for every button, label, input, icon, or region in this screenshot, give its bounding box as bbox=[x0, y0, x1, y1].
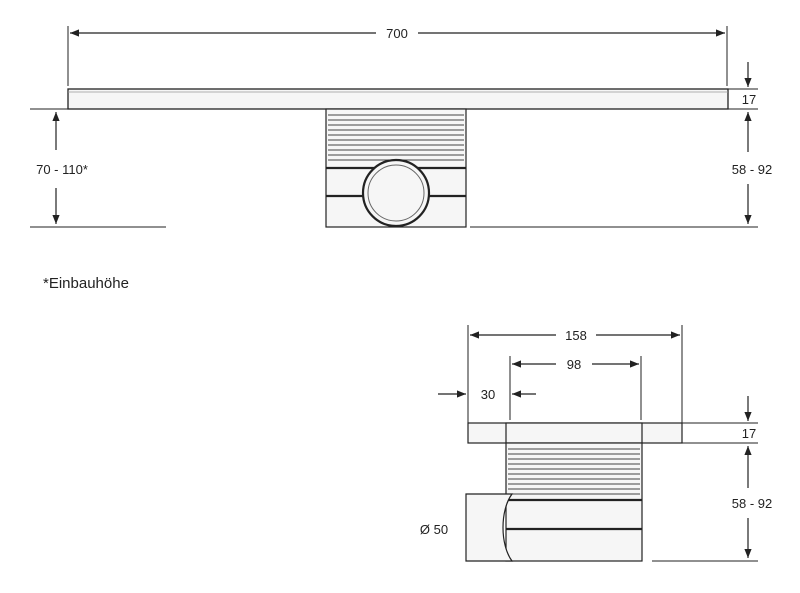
side-thickness-dimension: 17 bbox=[742, 396, 756, 441]
drain-body bbox=[325, 108, 467, 228]
offset-dimension: 30 bbox=[438, 387, 536, 402]
width-label: 700 bbox=[386, 26, 408, 41]
side-view: 158 98 30 bbox=[420, 325, 772, 562]
thickness-label: 17 bbox=[742, 92, 756, 107]
top-view: 700 bbox=[30, 26, 772, 228]
body-height-label: 58 - 92 bbox=[732, 162, 772, 177]
thickness-dimension: 17 bbox=[742, 62, 756, 107]
side-thickness-label: 17 bbox=[742, 426, 756, 441]
outlet-diameter-label: Ø 50 bbox=[420, 522, 448, 537]
side-outlet-pipe bbox=[465, 493, 514, 562]
total-width-label: 158 bbox=[565, 328, 587, 343]
outlet-pipe bbox=[361, 158, 431, 228]
install-height-dimension: 70 - 110* bbox=[36, 112, 88, 224]
total-width-dimension: 158 bbox=[467, 325, 683, 440]
side-body-height-label: 58 - 92 bbox=[732, 496, 772, 511]
width-dimension: 700 bbox=[67, 26, 728, 86]
body-width-label: 98 bbox=[567, 357, 581, 372]
body-width-dimension: 98 bbox=[509, 356, 642, 420]
offset-label: 30 bbox=[481, 387, 495, 402]
side-drain-body bbox=[505, 442, 643, 562]
body-height-dimension: 58 - 92 bbox=[732, 112, 772, 224]
side-body-height-dimension: 58 - 92 bbox=[732, 446, 772, 558]
install-height-label: 70 - 110* bbox=[36, 162, 88, 177]
installation-height-note: *Einbauhöhe bbox=[43, 275, 129, 292]
